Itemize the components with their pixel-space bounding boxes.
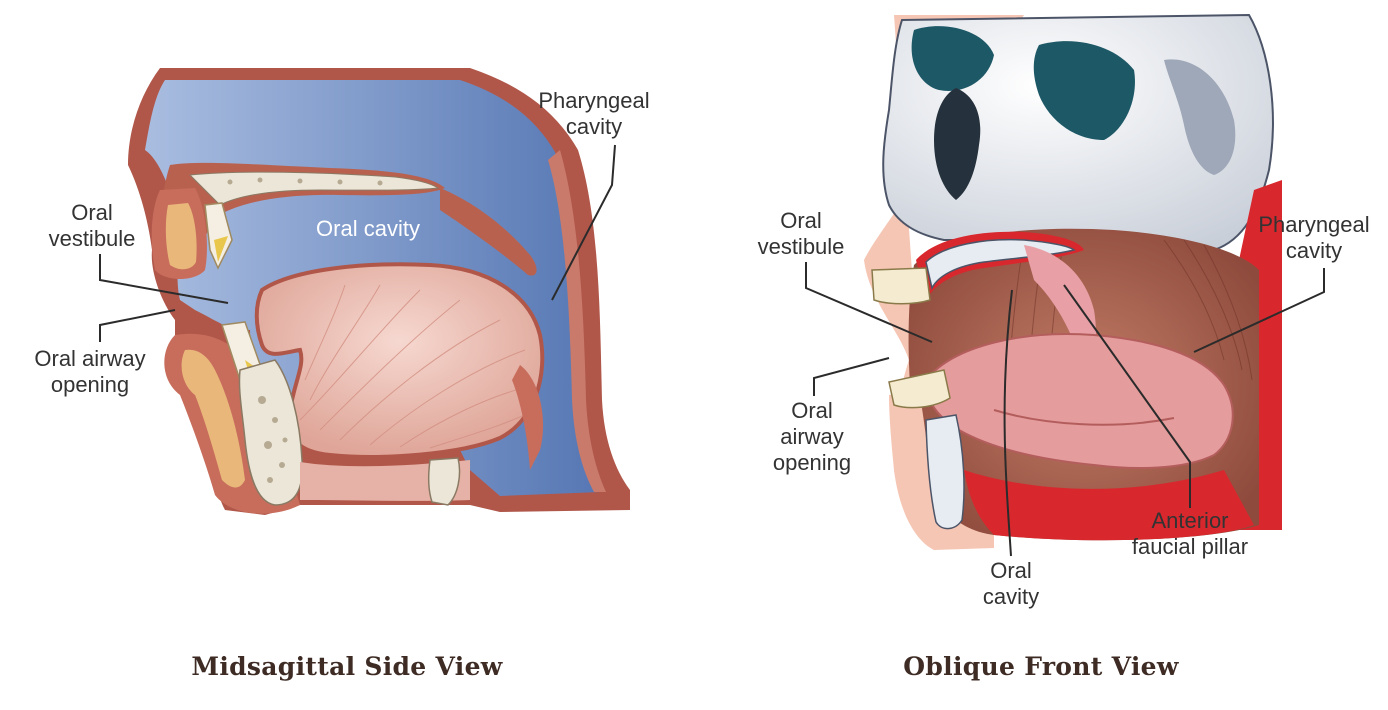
label-pharyngeal-2: cavity (566, 114, 622, 139)
leader-pharyngeal (551, 144, 616, 301)
bone-texture (227, 177, 383, 483)
label-vestibule-1: Oral (71, 200, 113, 225)
label-airway-2: opening (51, 372, 129, 397)
tongue-crease (993, 409, 1175, 426)
label-pharyngeal-1: Pharyngeal (538, 88, 649, 113)
caption-oblique: Oblique Front View (903, 652, 1179, 681)
leader-airway (99, 309, 176, 342)
floor-mucosa (964, 470, 1254, 541)
palate-bone (188, 171, 440, 206)
mandible-bone (238, 359, 304, 506)
epiglottis (512, 365, 544, 470)
label-oral-cavity: Oral cavity (316, 216, 420, 241)
lower-teeth (888, 369, 951, 409)
mandible-bone (925, 414, 965, 530)
leader-vestibule (805, 262, 933, 343)
oblique-panel: Oral vestibule Pharyngeal cavity Oral ai… (694, 0, 1388, 710)
zygomatic-shade (1164, 59, 1236, 175)
label-oral-cavity-2: cavity (983, 584, 1039, 609)
upper-lip-core (165, 203, 197, 270)
leader-pillar (1063, 284, 1191, 508)
leader-oral-cavity (1003, 289, 1013, 557)
orbit-right (1033, 41, 1135, 140)
upper-teeth (871, 267, 931, 305)
midsagittal-illustration: Pharyngeal cavity Oral cavity Oral vesti… (34, 68, 650, 515)
label-pharyngeal-2: cavity (1286, 238, 1342, 263)
leader-vestibule (99, 254, 229, 304)
upper-incisor (204, 202, 233, 270)
label-vestibule-1: Oral (780, 208, 822, 233)
oblique-illustration: Oral vestibule Pharyngeal cavity Oral ai… (758, 13, 1370, 609)
tongue (254, 262, 545, 459)
upper-incisor-enamel (214, 236, 228, 262)
label-vestibule-2: vestibule (758, 234, 845, 259)
midsagittal-panel: Pharyngeal cavity Oral cavity Oral vesti… (34, 68, 650, 681)
lower-lip (889, 390, 934, 540)
lower-lip-core (181, 349, 245, 488)
label-pillar-2: faucial pillar (1132, 534, 1248, 559)
label-pillar-1: Anterior (1151, 508, 1228, 533)
leader-pharyngeal (1193, 268, 1325, 353)
label-pharyngeal-1: Pharyngeal (1258, 212, 1369, 237)
floor-muscle (300, 460, 470, 501)
label-airway-1: Oral airway (34, 346, 145, 371)
label-vestibule-2: vestibule (49, 226, 136, 251)
label-airway-3: opening (773, 450, 851, 475)
hyoid-bone (427, 457, 461, 506)
caption-midsagittal: Midsagittal Side View (191, 652, 503, 681)
tongue (924, 333, 1234, 469)
leader-airway (813, 357, 890, 396)
label-airway-2: airway (780, 424, 844, 449)
pharyngeal-wall (548, 150, 606, 492)
soft-palate (440, 188, 537, 276)
orbit-left (911, 26, 994, 91)
nasal-cavity (934, 88, 981, 200)
label-airway-1: Oral (791, 398, 833, 423)
tongue-fibers (299, 284, 536, 449)
label-oral-cavity-1: Oral (990, 558, 1032, 583)
